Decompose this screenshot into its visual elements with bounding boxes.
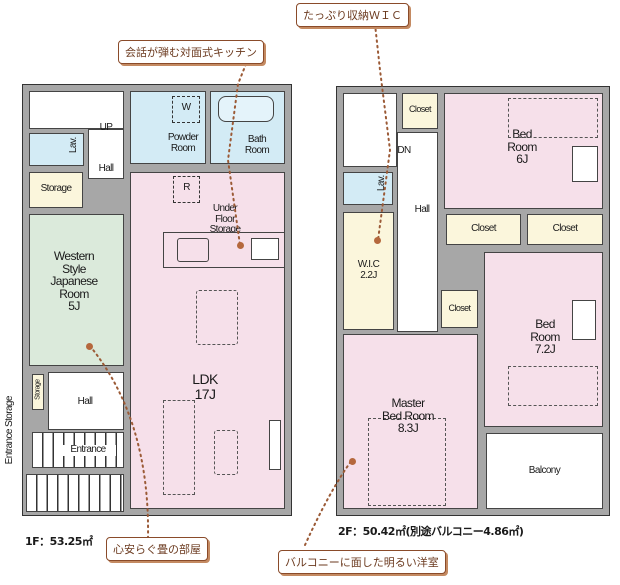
2f-closet-small: [441, 290, 478, 328]
2f-balcony-label: Balcony: [528, 465, 561, 476]
2f-master-bedroom: [343, 334, 478, 509]
fridge-space: [173, 176, 200, 203]
callout-bright-room: バルコニーに面した明るい洋室: [278, 550, 446, 574]
2f-wic: [343, 212, 394, 330]
coffee-table: [214, 430, 238, 475]
fridge-mark: R: [183, 182, 190, 193]
1f-area-label: 1F：53.25㎡: [25, 535, 93, 548]
callout-kitchen: 会話が弾む対面式キッチン: [118, 40, 264, 64]
1f-porch: [26, 474, 124, 512]
callout-japanese-room: 心安らぐ畳の部屋: [106, 537, 208, 561]
1f-small-storage: [32, 374, 44, 410]
1f-stairs: [29, 91, 124, 129]
2f-balcony: [486, 433, 603, 509]
under-floor-storage-label: Under Floor Storage: [209, 203, 241, 235]
1f-powder-room: [130, 91, 206, 164]
1f-bath-room-label: Bath Room: [244, 134, 270, 156]
1f-hall-top: [88, 129, 124, 179]
washer-mark: W: [181, 102, 191, 113]
master-bedroom-marker-dot: [349, 458, 356, 465]
2f-closet-mid-right: [527, 214, 603, 245]
sofa: [163, 400, 195, 495]
2f-hall: [397, 132, 438, 332]
desk-72j: [572, 300, 596, 340]
1f-hall-bottom-label: Hall: [77, 396, 93, 407]
2f-hall-label: Hall: [414, 204, 430, 215]
1f-storage: [29, 172, 83, 208]
bed-6j: [508, 98, 598, 138]
2f-bedroom-72j-label: Bed Room 7.2J: [530, 317, 560, 357]
2f-closet-small-label: Closet: [448, 303, 472, 313]
japanese-room-marker-dot: [86, 343, 93, 350]
kitchen-sink: [177, 238, 209, 262]
desk-6j: [572, 146, 598, 182]
1f-hall-bottom: [48, 372, 124, 430]
2f-dn-label: DN: [397, 145, 411, 156]
1f-lavatory: [29, 133, 84, 166]
wic-marker-dot: [374, 237, 381, 244]
bed-master: [368, 418, 446, 506]
bathtub: [218, 96, 274, 122]
2f-closet-top-label: Closet: [409, 104, 432, 114]
1f-up-label: UP: [99, 122, 113, 133]
bed-72j: [508, 366, 598, 406]
cooktop: [251, 238, 279, 260]
2f-closet-top: [402, 93, 438, 129]
1f-ldk-label: LDK 17J: [192, 371, 218, 402]
1f-ldk: [130, 172, 285, 509]
2f-closet-mid-right-label: Closet: [552, 223, 578, 234]
1f-japanese-room-label: Western Style Japanese Room 5J: [50, 249, 98, 314]
2f-master-bedroom-label: Master Bed Room 8.3J: [382, 396, 435, 436]
1f-storage-label: Storage: [40, 183, 72, 194]
1f-japanese-room: [29, 214, 124, 366]
dining-table: [196, 290, 238, 345]
callout-wic: たっぷり収納ＷＩＣ: [296, 3, 409, 27]
1f-entrance-label: Entrance: [60, 444, 116, 456]
1f-powder-room-label: Powder Room: [167, 132, 199, 154]
washer-space: [172, 96, 200, 123]
2f-wic-label: W.I.C 2.2J: [357, 259, 380, 281]
tv-stand: [269, 420, 281, 470]
1f-hall-top-label: Hall: [98, 163, 114, 174]
2f-closet-mid-left: [446, 214, 521, 245]
2f-closet-mid-left-label: Closet: [471, 223, 496, 234]
kitchen-marker-dot: [237, 242, 244, 249]
2f-area-label: 2F：50.42㎡(別途バルコニー4.86㎡): [338, 525, 524, 538]
